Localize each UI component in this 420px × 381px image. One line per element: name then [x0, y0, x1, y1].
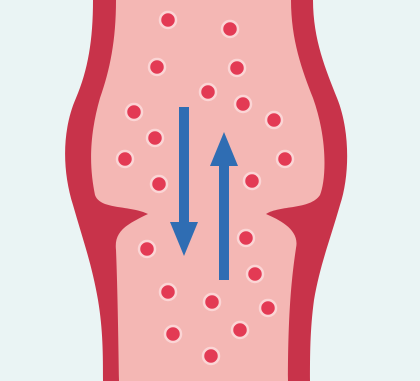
blood-cell	[149, 59, 165, 75]
blood-cell	[200, 84, 216, 100]
blood-cell	[203, 348, 219, 364]
blood-cell	[235, 96, 251, 112]
blood-cell	[151, 176, 167, 192]
blood-cell	[222, 21, 238, 37]
blood-cell	[244, 173, 260, 189]
blood-cell	[139, 241, 155, 257]
blood-cell	[266, 112, 282, 128]
blood-cell	[247, 266, 263, 282]
blood-cell	[204, 294, 220, 310]
blood-cell	[260, 300, 276, 316]
blood-cell	[277, 151, 293, 167]
blood-cell	[160, 12, 176, 28]
blood-cell	[238, 230, 254, 246]
blood-cell	[117, 151, 133, 167]
blood-cell	[126, 104, 142, 120]
blood-cell	[229, 60, 245, 76]
blood-cell	[232, 322, 248, 338]
blood-cell	[160, 284, 176, 300]
blood-cell	[165, 326, 181, 342]
blood-cell	[147, 130, 163, 146]
